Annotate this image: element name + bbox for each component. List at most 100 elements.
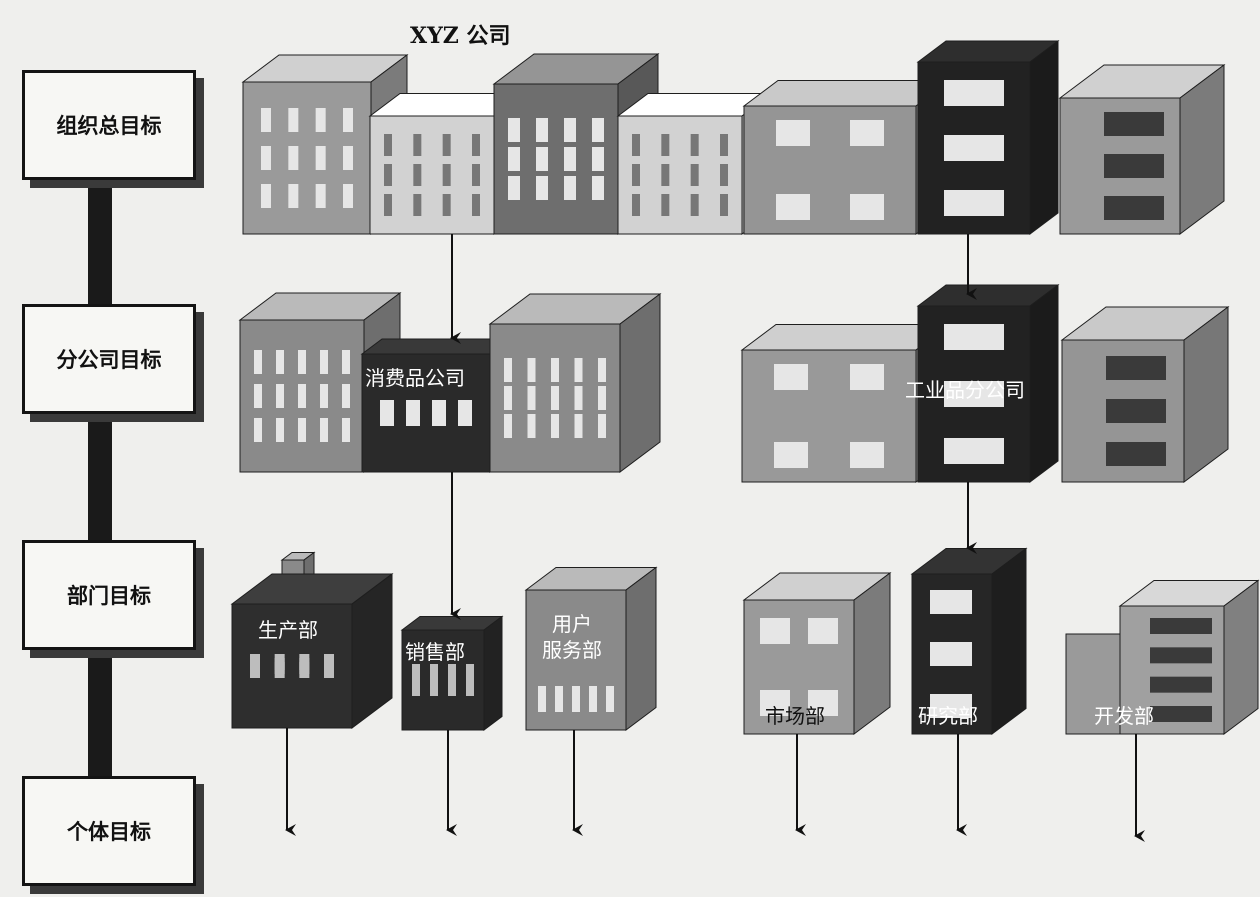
building xyxy=(490,294,660,472)
building-window xyxy=(261,184,271,208)
building-window xyxy=(760,618,790,644)
building xyxy=(918,41,1058,234)
building-window xyxy=(944,190,1004,216)
company-label-consumer: 消费品公司 xyxy=(365,366,465,391)
building-window xyxy=(850,120,884,146)
building xyxy=(1062,307,1228,482)
department-label-production: 生产部 xyxy=(258,618,318,643)
building-window xyxy=(632,194,640,216)
building-window xyxy=(1150,618,1212,634)
building-side xyxy=(626,568,656,731)
building-window xyxy=(551,414,559,438)
building-window xyxy=(384,134,392,156)
department-label-sales: 销售部 xyxy=(405,640,465,665)
building-window xyxy=(720,194,728,216)
building-window xyxy=(592,176,604,200)
building-window xyxy=(299,662,309,678)
building-window xyxy=(528,386,536,410)
building-window xyxy=(1150,706,1212,722)
building-window xyxy=(508,176,520,200)
building-window xyxy=(412,664,420,680)
building-window xyxy=(720,134,728,156)
building-window xyxy=(508,147,520,171)
building-window xyxy=(661,134,669,156)
building-window xyxy=(430,680,438,696)
building-side xyxy=(484,617,502,731)
building-window xyxy=(598,386,606,410)
building-window xyxy=(850,194,884,220)
building-window xyxy=(564,147,576,171)
building-window xyxy=(528,358,536,382)
building-side xyxy=(1224,581,1258,735)
building-window xyxy=(320,350,328,374)
building xyxy=(402,617,502,731)
building-window xyxy=(342,350,350,374)
building-window xyxy=(466,680,474,696)
building-window xyxy=(589,686,597,712)
building-side xyxy=(992,549,1026,735)
building-window xyxy=(661,194,669,216)
building-window xyxy=(661,164,669,186)
building-window xyxy=(575,358,583,382)
building-window xyxy=(448,680,456,696)
building-window xyxy=(1104,154,1164,178)
building-window xyxy=(250,662,260,678)
building-window xyxy=(342,418,350,442)
building-window xyxy=(261,146,271,170)
building-window xyxy=(551,386,559,410)
building-window xyxy=(944,80,1004,106)
building-window xyxy=(572,686,580,712)
building-window xyxy=(443,194,451,216)
building-window xyxy=(275,662,285,678)
building-window xyxy=(528,414,536,438)
building-window xyxy=(443,134,451,156)
building-window xyxy=(384,194,392,216)
building-window xyxy=(324,662,334,678)
building-window xyxy=(1104,196,1164,220)
building-side xyxy=(1030,285,1058,482)
building-window xyxy=(316,146,326,170)
building-window xyxy=(448,664,456,680)
building-window xyxy=(413,194,421,216)
building-window xyxy=(343,184,353,208)
building-window xyxy=(691,164,699,186)
building-window xyxy=(1106,356,1166,380)
building-window xyxy=(276,384,284,408)
building-window xyxy=(774,442,808,468)
department-label-service-line2: 服务部 xyxy=(542,638,602,663)
building xyxy=(1060,65,1224,234)
building-window xyxy=(288,184,298,208)
building-window xyxy=(776,194,810,220)
building xyxy=(362,339,510,472)
building-window xyxy=(551,358,559,382)
building-window xyxy=(930,590,972,614)
building-window xyxy=(288,146,298,170)
building-window xyxy=(632,164,640,186)
building-window xyxy=(432,400,446,424)
building-window xyxy=(691,134,699,156)
building-window xyxy=(850,442,884,468)
building-window xyxy=(276,350,284,374)
building-window xyxy=(598,414,606,438)
building-window xyxy=(536,176,548,200)
building-window xyxy=(564,118,576,142)
building-window xyxy=(288,108,298,132)
building-side xyxy=(854,573,890,734)
building xyxy=(232,574,392,728)
building-window xyxy=(592,118,604,142)
building-window xyxy=(720,164,728,186)
building-window xyxy=(343,108,353,132)
building-window xyxy=(412,680,420,696)
department-label-development: 开发部 xyxy=(1094,704,1154,729)
building-side xyxy=(620,294,660,472)
building-window xyxy=(691,194,699,216)
building-window xyxy=(413,164,421,186)
company-label-industrial: 工业品分公司 xyxy=(905,378,1025,403)
building-window xyxy=(384,164,392,186)
building-roof xyxy=(362,339,510,354)
building-window xyxy=(406,400,420,424)
building-window xyxy=(413,134,421,156)
building-window xyxy=(598,358,606,382)
building-window xyxy=(430,664,438,680)
building-front xyxy=(742,350,916,482)
